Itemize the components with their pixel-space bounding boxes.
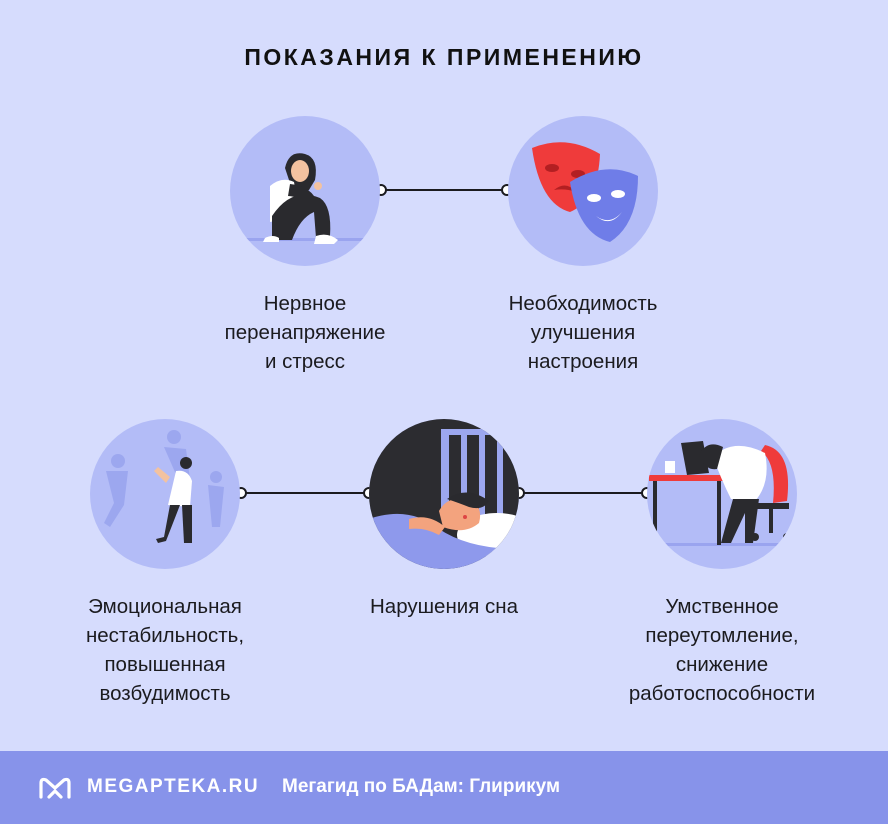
indication-label-fatigue: Умственное переутомление, снижение работ… xyxy=(628,595,816,705)
indication-sleep-circle xyxy=(369,419,519,569)
footer-bar: MEGAPTEKA.RU Мегагид по БАДам: Глирикум xyxy=(0,751,888,824)
anxious-person-icon xyxy=(104,430,224,543)
stressed-person-icon xyxy=(245,153,365,244)
indication-label-emotional: Эмоциональная нестабильность, повышенная… xyxy=(85,595,245,705)
footer-tagline: Мегагид по БАДам: Глирикум xyxy=(282,776,561,797)
indication-label-mood: Необходимость улучшения настроения xyxy=(508,292,658,373)
sleeping-person-icon xyxy=(369,419,519,569)
footer-brand[interactable]: MEGAPTEKA.RU xyxy=(87,776,260,797)
exhausted-worker-icon xyxy=(647,441,797,546)
indication-stress-circle xyxy=(230,116,380,266)
indication-label-sleep: Нарушения сна xyxy=(369,595,518,618)
indication-label-stress: Нервное перенапряжение и стресс xyxy=(224,292,386,373)
indication-emotional-circle xyxy=(90,419,240,569)
theater-masks-icon xyxy=(532,142,638,242)
page-title: ПОКАЗАНИЯ К ПРИМЕНЕНИЮ xyxy=(244,44,644,70)
indication-mood-circle xyxy=(508,116,658,266)
megapteka-logo-icon[interactable] xyxy=(38,775,72,801)
indication-fatigue-circle xyxy=(647,419,797,569)
